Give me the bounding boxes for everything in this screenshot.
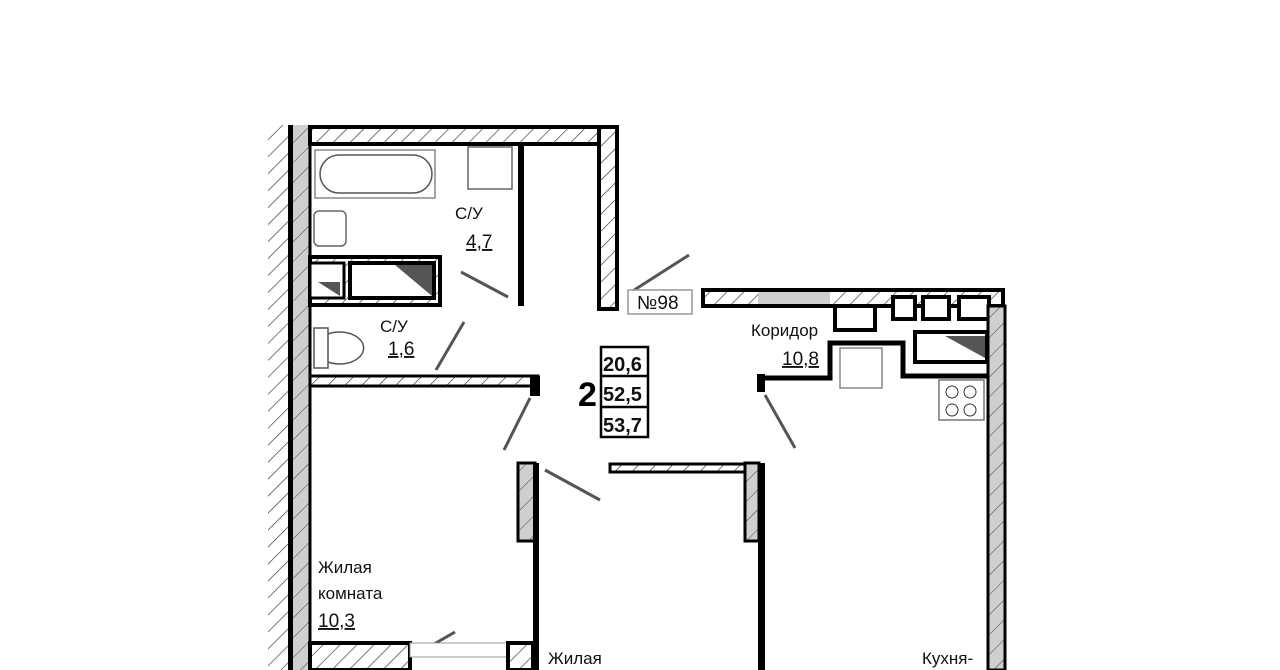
outer-wall-left [268,125,312,670]
area-summary: 20,6 52,5 53,7 [599,345,650,439]
room-label-living: Жилая [548,649,602,668]
total-area: 53,7 [603,415,642,437]
bathtub [314,149,436,199]
room-label-kitchen: Кухня- [922,649,973,668]
room-label-corridor: Коридор [751,321,818,340]
door-swings [414,253,797,657]
partition-wall [308,374,540,388]
stove [938,379,985,421]
top-wall [308,125,619,311]
kitchen-sink [839,347,883,389]
living-area: 20,6 [603,354,642,376]
toilet [313,327,365,369]
corridor-top-wall [701,288,1005,332]
total-area-no-balcony: 52,5 [603,384,642,406]
room-label-bedroom-line1: Жилая [318,558,372,577]
apartment-number: №98 [637,293,679,314]
room-label-bedroom-line2: комната [318,584,383,603]
room-area-bedroom: 10,3 [318,611,355,632]
bottom-wall [308,641,535,670]
washbasin [313,210,347,247]
kitchen-niche-wall [757,340,988,381]
water-heater [467,146,513,190]
room-label-wc: С/У [380,317,408,336]
room-partitions [516,461,765,670]
outer-wall-right [986,304,1007,670]
room-label-bathroom: С/У [455,204,483,223]
rooms-count: 2 [578,376,597,414]
room-area-bathroom: 4,7 [466,232,492,253]
room-area-wc: 1,6 [388,339,414,360]
room-area-corridor: 10,8 [782,349,819,370]
ventilation-duct [308,255,442,307]
